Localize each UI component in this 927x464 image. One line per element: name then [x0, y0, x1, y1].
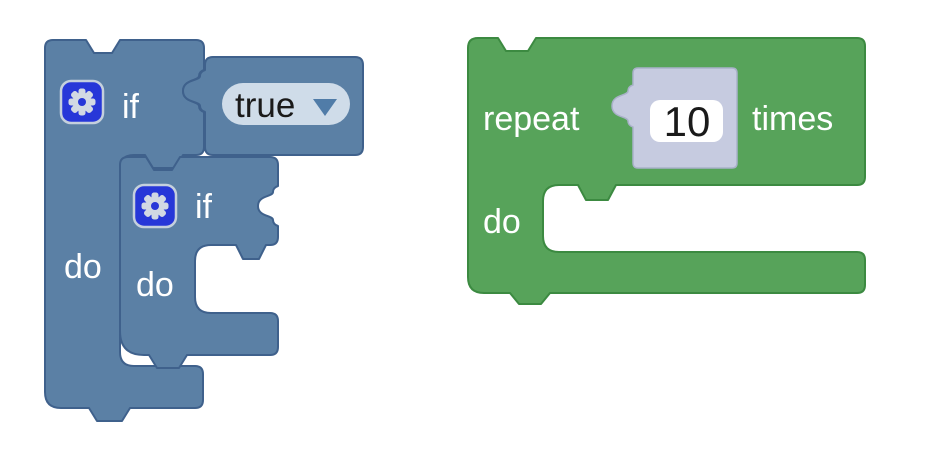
gear-icon[interactable]: [59, 79, 105, 125]
repeat-label: repeat: [483, 100, 580, 138]
number-field-box[interactable]: [650, 100, 723, 142]
dropdown-value: true: [235, 86, 295, 125]
number-field-value: 10: [664, 98, 711, 145]
chevron-down-icon: [313, 99, 337, 116]
outer-if-block: true: [44, 39, 364, 422]
repeat-block-body[interactable]: [467, 37, 866, 305]
if-label: if: [122, 88, 140, 126]
number-field[interactable]: 10: [650, 98, 723, 145]
dropdown-pill[interactable]: [222, 83, 350, 125]
gear-icon[interactable]: [132, 183, 178, 229]
times-label: times: [752, 100, 833, 138]
do-label: do: [136, 266, 174, 304]
gear-glyph: [68, 88, 96, 116]
if-label: if: [195, 188, 213, 226]
gear-glyph: [141, 192, 169, 220]
repeat-block: 10 repeat times do: [467, 37, 866, 305]
boolean-dropdown-field[interactable]: true: [222, 83, 350, 125]
do-label: do: [64, 248, 102, 286]
do-label: do: [483, 203, 521, 241]
